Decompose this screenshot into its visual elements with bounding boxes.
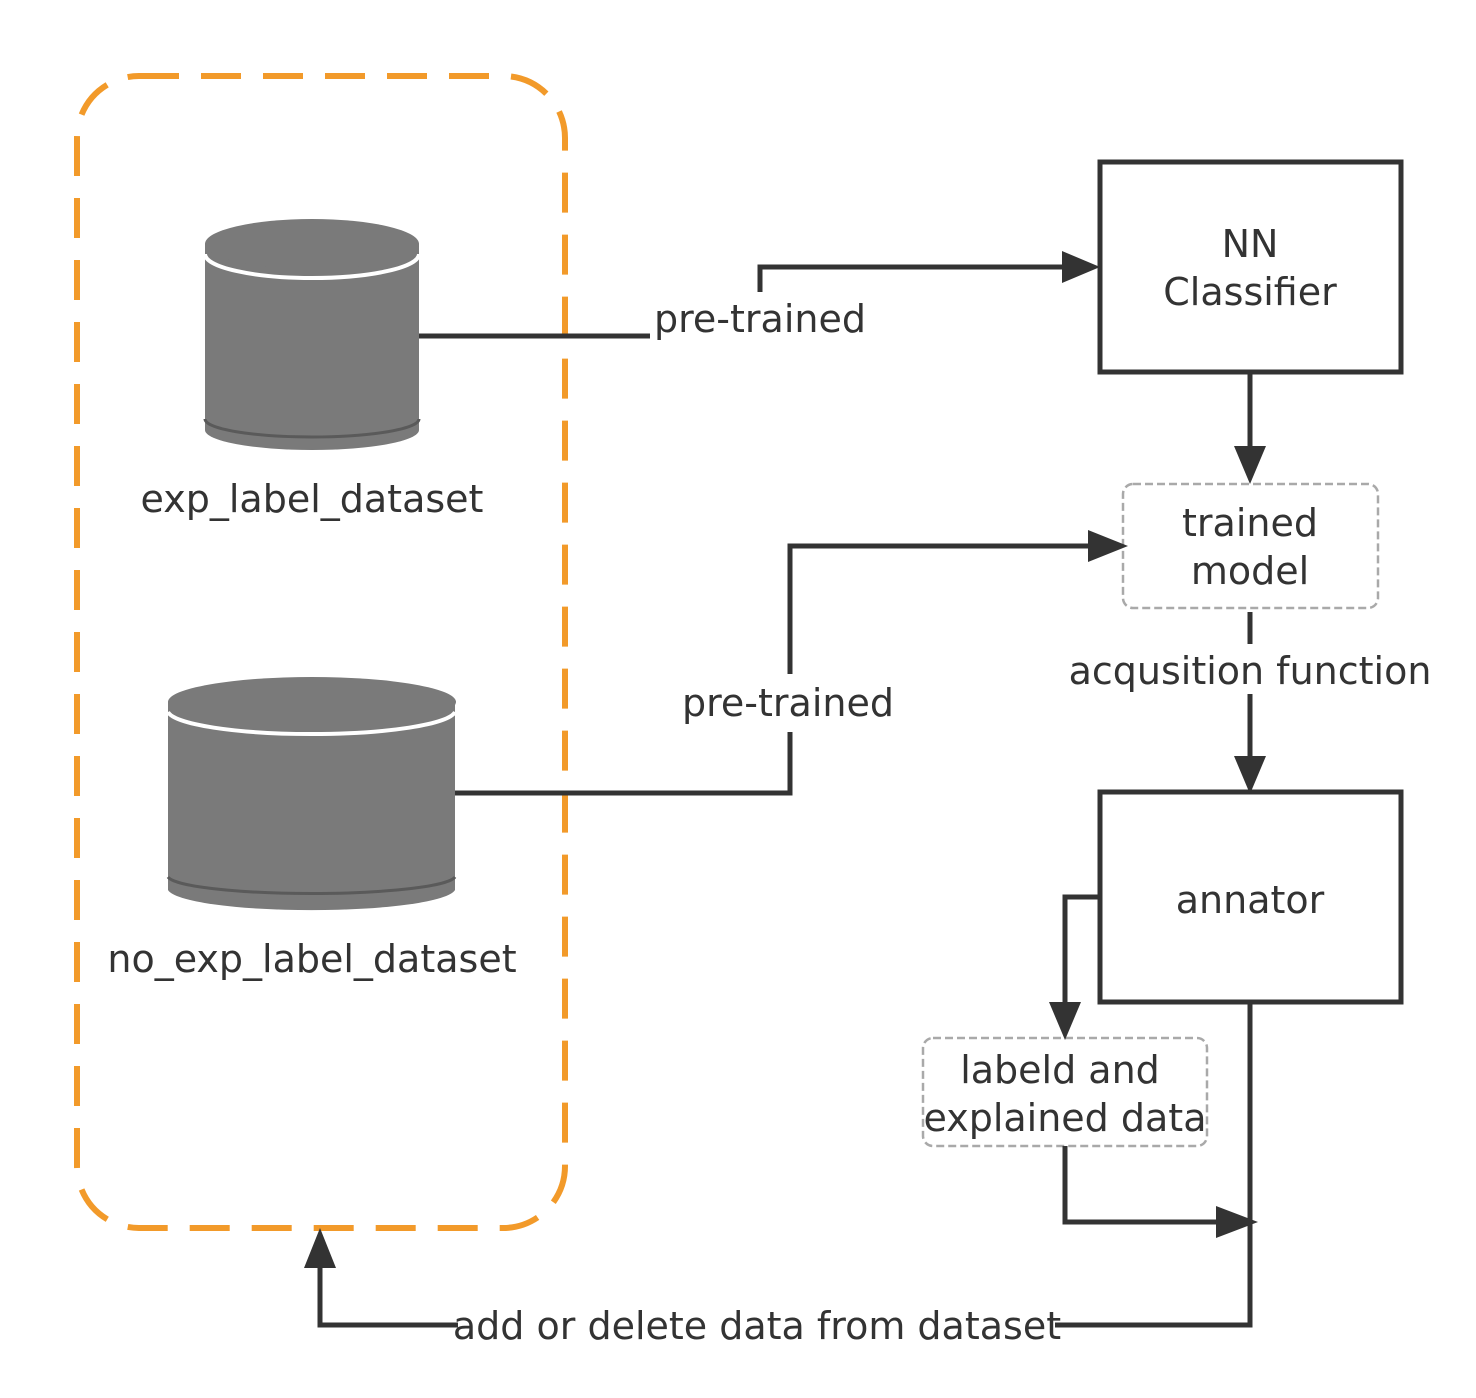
labeled-data-label-line1: labeld and [960, 1048, 1160, 1092]
edge-label-pretrained-bottom: pre-trained [682, 681, 894, 725]
annator-label: annator [1176, 878, 1325, 922]
edge-label-pretrained-top: pre-trained [654, 297, 866, 341]
edge-pretrained-top-upper [757, 264, 1068, 292]
nn-classifier-label-line1: NN [1222, 222, 1279, 266]
arrowhead [1234, 756, 1266, 794]
database-icon [166, 677, 457, 911]
exp-dataset-label: exp_label_dataset [141, 477, 484, 521]
annator-box [1097, 789, 1404, 1005]
edge-label-acquisition: acqusition function [1069, 649, 1432, 693]
database-icon [203, 219, 421, 450]
trained-model-label-line1: trained [1182, 501, 1318, 545]
no-exp-dataset-label: no_exp_label_dataset [107, 937, 516, 981]
dataset-group [74, 73, 568, 1231]
edge-data-to-merge [1062, 1146, 1222, 1225]
arrowhead [1088, 530, 1128, 562]
nn-classifier-box [1097, 159, 1404, 375]
arrowhead [1049, 1002, 1081, 1040]
edge-label-feedback: add or delete data from dataset [453, 1304, 1061, 1348]
edge-annator-to-data [1062, 894, 1100, 1002]
arrowhead [1062, 251, 1100, 283]
edge-feedback-left [317, 1266, 458, 1328]
edge-feedback-right [1055, 1002, 1253, 1328]
labeled-data-label-line2: explained data [924, 1096, 1207, 1140]
arrowhead [304, 1228, 336, 1268]
arrowhead [1234, 446, 1266, 484]
edge-pretrained-bottom [455, 732, 793, 796]
edge-pretrained-bottom-upper [787, 543, 1092, 674]
trained-model-label-line2: model [1191, 549, 1309, 593]
arrowhead [1216, 1206, 1258, 1238]
nn-classifier-label-line2: Classifier [1163, 270, 1337, 314]
